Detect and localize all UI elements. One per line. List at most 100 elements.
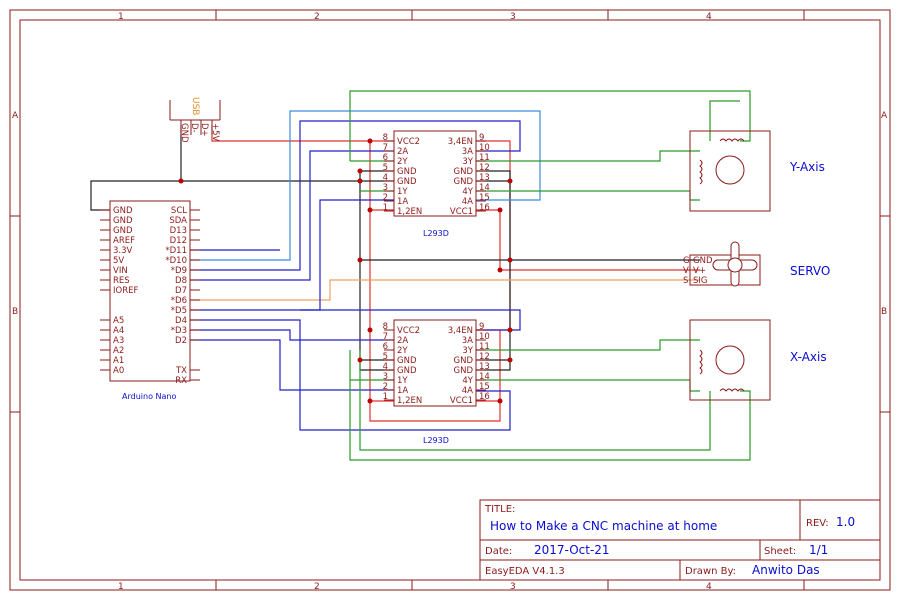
column-label: 3	[510, 582, 516, 592]
column-label: 2	[314, 582, 320, 592]
column-label: 1	[118, 12, 124, 22]
usb-pin-label: D+	[199, 123, 209, 137]
servo-pin-label: V+	[693, 266, 706, 276]
row-label: B	[881, 307, 887, 317]
arduino-pin-label: AREF	[113, 236, 135, 246]
driver-pin-number: 14	[479, 372, 490, 382]
arduino-pin-label: SDA	[169, 216, 187, 226]
arduino-pin-label: GND	[113, 216, 133, 226]
column-label: 4	[706, 582, 712, 592]
row-label: A	[12, 111, 19, 121]
driver-pin-label: VCC1	[450, 396, 473, 406]
arduino-pin-label: RES	[113, 276, 130, 286]
driver-pin-label: VCC2	[397, 137, 420, 147]
driver-pin-number: 9	[479, 133, 484, 143]
title-block: TITLE: How to Make a CNC machine at home…	[479, 499, 881, 581]
driver-pin-number: 8	[383, 133, 388, 143]
l293d-top-body	[393, 130, 477, 217]
arduino-pin-label: D13	[170, 226, 187, 236]
driver-pin-label: 4A	[462, 197, 473, 207]
driver-pin-label: 3Y	[462, 157, 473, 167]
driver-pin-number: 1	[383, 392, 388, 402]
stepper-motor-y: Y-Axis	[689, 130, 825, 212]
sheet-label: Sheet:	[764, 546, 796, 557]
driver-pin-label: 1Y	[397, 376, 408, 386]
column-label: 2	[314, 12, 320, 22]
driver-pin-label: 4Y	[462, 376, 473, 386]
driver-pin-label: GND	[397, 366, 417, 376]
arduino-pin-label: A5	[113, 316, 124, 326]
arduino-pin-label: D12	[170, 236, 187, 246]
driver-pin-number: 6	[383, 342, 388, 352]
usb-pin-label: GND	[179, 123, 189, 143]
driver-pin-number: 7	[383, 143, 388, 153]
arduino-pin-label: D8	[175, 276, 187, 286]
usb-pin-label: +5V	[210, 123, 220, 142]
arduino-pin-label: VIN	[113, 266, 128, 276]
title-value: How to Make a CNC machine at home	[490, 519, 717, 533]
driver-pin-number: 13	[479, 173, 490, 183]
arduino-pin-label: GND	[113, 206, 133, 216]
driver-pin-label: GND	[454, 177, 474, 187]
driver-pin-number: 9	[479, 322, 484, 332]
driver-pin-number: 11	[479, 342, 490, 352]
arduino-pin-label: D2	[175, 336, 187, 346]
arduino-pin-label: 5V	[113, 256, 124, 266]
arduino-pin-label: A1	[113, 356, 124, 366]
driver-pin-label: 4Y	[462, 187, 473, 197]
driver-pin-number: 4	[383, 173, 388, 183]
arduino-pin-label: RX	[175, 376, 187, 386]
servo-pin-label: GND	[693, 256, 713, 266]
driver-pin-number: 6	[383, 153, 388, 163]
date-label: Date:	[485, 546, 512, 557]
junctions	[178, 138, 513, 404]
driver-pin-label: 2A	[397, 147, 408, 157]
title-label: TITLE:	[484, 504, 515, 515]
driver-pin-number: 4	[383, 362, 388, 372]
servo-pin-mark: G	[683, 256, 690, 266]
driver-pin-label: 3,4EN	[448, 137, 473, 147]
row-label: B	[12, 307, 18, 317]
driver-pin-label: 3A	[462, 336, 473, 346]
driver-pin-number: 3	[383, 183, 388, 193]
wires	[90, 90, 751, 461]
driver-pin-label: 4A	[462, 386, 473, 396]
arduino-pin-label: D7	[175, 286, 187, 296]
arduino-body	[109, 200, 191, 382]
driver-pin-label: 3Y	[462, 346, 473, 356]
driver-pin-number: 15	[479, 382, 490, 392]
driver-pin-label: 2A	[397, 336, 408, 346]
driver-pin-number: 13	[479, 362, 490, 372]
arduino-pin-label: *D10	[165, 256, 187, 266]
arduino-pin-label: IOREF	[113, 286, 138, 296]
driver-pin-number: 2	[383, 193, 388, 203]
usb-label: USB	[190, 97, 200, 115]
driver-pin-label: 1A	[397, 386, 408, 396]
arduino-left-pins: GNDGNDGNDAREF3.3V5VVINRESIOREFA5A4A3A2A1…	[100, 206, 138, 376]
driver-pin-label: 3A	[462, 147, 473, 157]
driver-pin-number: 15	[479, 193, 490, 203]
drawn-by-value: Anwito Das	[752, 563, 820, 577]
driver-pin-label: 1Y	[397, 187, 408, 197]
driver-pin-label: VCC2	[397, 326, 420, 336]
driver-pin-number: 3	[383, 372, 388, 382]
column-label: 4	[706, 12, 712, 22]
driver-pin-label: GND	[397, 167, 417, 177]
arduino-pin-label: D4	[175, 316, 187, 326]
driver-pin-label: 1,2EN	[397, 207, 422, 217]
servo-label: SERVO	[790, 264, 830, 278]
arduino-label: Arduino Nano	[122, 392, 176, 401]
stepper-motor-x: X-Axis	[689, 319, 827, 401]
arduino-pin-label: SCL	[171, 206, 187, 216]
usb-pin-label: D-	[189, 123, 199, 133]
driver-pin-number: 10	[479, 332, 490, 342]
arduino-pin-label: *D6	[171, 296, 187, 306]
drawing-frame: 1 2 3 4 1 2 3 4 A B A B	[9, 9, 891, 592]
y-axis-label: Y-Axis	[789, 160, 825, 174]
servo-pin-label: SIG	[693, 276, 708, 286]
arduino-pin-label: *D9	[171, 266, 187, 276]
column-label: 1	[118, 582, 124, 592]
arduino-right-pins: SCLSDAD13D12*D11*D10*D9D8D7*D6*D5D4*D3D2…	[165, 206, 200, 386]
